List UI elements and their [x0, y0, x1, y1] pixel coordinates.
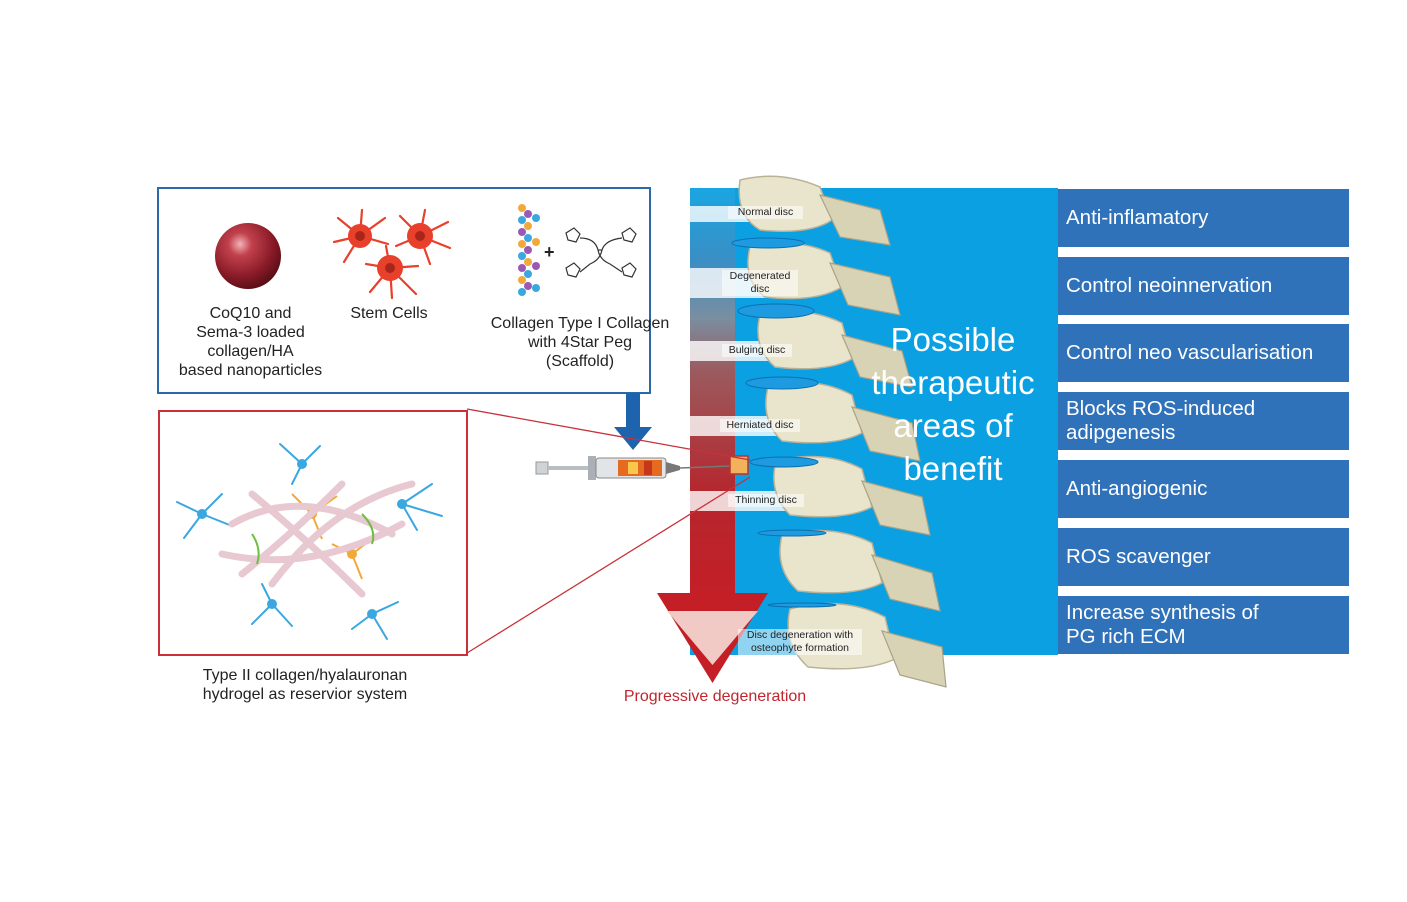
stage-label-osteophyte: Disc degeneration with osteophyte format… — [738, 629, 862, 655]
hydrogel-box — [158, 410, 468, 656]
stem-cells-icon — [332, 208, 452, 300]
benefit-label: Blocks ROS-induced adipgenesis — [1066, 397, 1256, 444]
stage-label-thinning: Thinning disc — [728, 494, 804, 507]
nanoparticles-caption: CoQ10 and Sema-3 loaded collagen/HA base… — [178, 305, 323, 379]
benefit-increase-pg-synthesis: Increase synthesis of PG rich ECM — [1058, 596, 1349, 654]
stage-label-bulging: Bulging disc — [722, 344, 792, 357]
stage-label-herniated: Herniated disc — [720, 419, 800, 432]
hydrogel-caption: Type II collagen/hyalauronan hydrogel as… — [202, 667, 408, 703]
benefit-blocks-ros-adipgenesis: Blocks ROS-induced adipgenesis — [1058, 392, 1349, 450]
benefit-control-neoinnervation: Control neoinnervation — [1058, 257, 1349, 315]
plus-sign: + — [544, 242, 555, 262]
stem-cells-caption: Stem Cells — [350, 305, 428, 322]
stage-label-normal: Normal disc — [728, 206, 803, 219]
benefit-label: Control neo vascularisation — [1066, 341, 1314, 364]
therapeutic-title: Possible therapeutic areas of benefit — [871, 321, 1035, 487]
progressive-degeneration-label: Progressive degeneration — [623, 688, 807, 705]
syringe-icon — [535, 455, 749, 480]
benefit-label: Anti-angiogenic — [1066, 477, 1208, 500]
benefit-label: Control neoinnervation — [1066, 274, 1273, 297]
zoom-lines — [466, 408, 751, 654]
nanoparticle-sphere-icon — [215, 223, 281, 289]
collagen-peg-structure-icon — [518, 204, 637, 296]
benefit-control-neo-vascularisation: Control neo vascularisation — [1058, 324, 1349, 382]
benefit-label: Increase synthesis of PG rich ECM — [1066, 601, 1259, 648]
benefit-ros-scavenger: ROS scavenger — [1058, 528, 1349, 586]
benefit-anti-inflammatory: Anti-inflamatory — [1058, 189, 1349, 247]
hydrogel-network-illustration — [176, 443, 443, 640]
degeneration-arrow — [657, 188, 768, 683]
benefit-anti-angiogenic: Anti-angiogenic — [1058, 460, 1349, 518]
benefit-label: Anti-inflamatory — [1066, 206, 1209, 229]
stage-label-degenerated: Degenerated disc — [722, 270, 798, 296]
benefit-label: ROS scavenger — [1066, 545, 1211, 568]
scaffold-caption: Collagen Type I Collagen with 4Star Peg … — [490, 315, 670, 370]
